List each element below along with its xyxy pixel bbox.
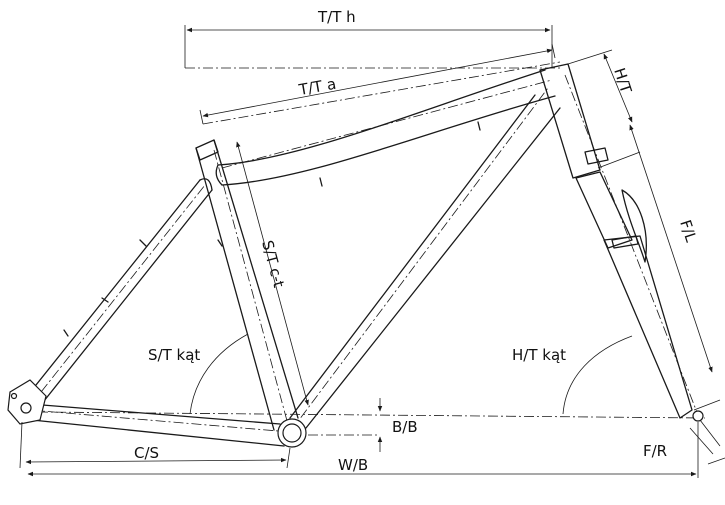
dropout-bolt	[10, 392, 18, 400]
label-chainstay: C/S	[134, 444, 159, 462]
seat-stay-joint	[199, 178, 213, 191]
top-tube-lower	[221, 95, 556, 186]
label-head-tube: H/T	[610, 66, 635, 97]
label-top-tube-actual: T/T a	[297, 75, 338, 99]
seat-stay	[23, 179, 213, 407]
top-tube-upper	[217, 69, 546, 166]
down-tube	[289, 94, 561, 429]
label-seat-tube-ct: S/T c-t	[258, 238, 288, 289]
front-axle	[692, 410, 704, 422]
label-top-tube-horizontal: T/T h	[317, 8, 356, 26]
rear-dropout	[7, 379, 47, 425]
label-seat-tube-angle: S/T kąt	[148, 346, 200, 364]
rear-axle	[20, 402, 32, 414]
label-bb-drop: B/B	[392, 418, 418, 436]
cable-guides	[63, 121, 481, 337]
bottom-bracket-inner	[282, 423, 302, 443]
label-wheelbase: W/B	[338, 456, 368, 474]
label-head-tube-angle: H/T kąt	[512, 346, 566, 364]
labels: T/T h T/T a H/T F/L S/T c-t S/T kąt H/T …	[134, 8, 700, 474]
label-fork-rake: F/R	[643, 442, 667, 460]
top-tube-a-dimension	[202, 48, 553, 118]
top-tube-actual-centerline	[202, 61, 561, 125]
seat-tube-dimension	[236, 141, 309, 406]
seatstay-centerline	[29, 184, 206, 407]
label-fork-length: F/L	[676, 218, 700, 245]
seat-collar	[195, 139, 219, 161]
chainstay-dimension	[25, 457, 287, 465]
fork-length-dimension	[629, 124, 713, 373]
dimension-lines	[19, 25, 725, 478]
fork-rake-dimension	[707, 457, 725, 465]
chainstay-centerline	[29, 409, 291, 433]
seat-tube-angle-arc	[189, 333, 249, 415]
head-tube-dimension	[603, 53, 633, 123]
fork-leg	[603, 235, 693, 419]
center-lines	[29, 61, 706, 436]
frame-tubes	[7, 63, 704, 448]
head-tube-angle-arc	[562, 335, 633, 415]
headset-spacer	[584, 147, 609, 165]
chain-stay	[29, 403, 285, 447]
seat-tube-centerline	[213, 149, 291, 433]
top-tube-end	[215, 164, 223, 186]
fork-crown	[575, 171, 633, 249]
head-tube	[539, 63, 601, 179]
